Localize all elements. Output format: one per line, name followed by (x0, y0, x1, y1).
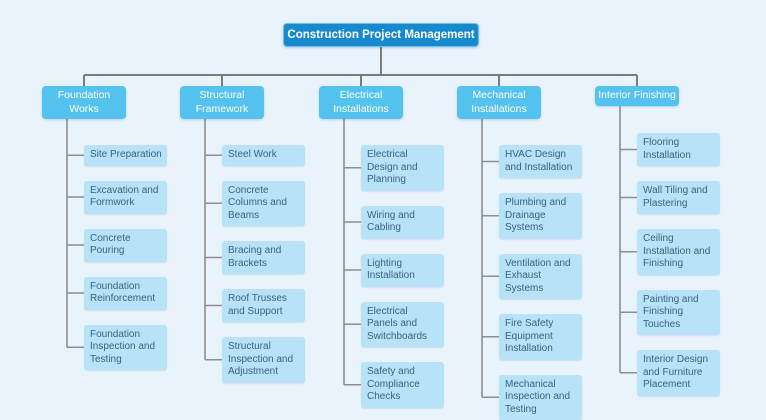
topic-node[interactable]: Site Preparation (84, 145, 167, 166)
topic-node[interactable]: Plumbing and Drainage Systems (499, 193, 582, 239)
topic-node-label: Safety and Compliance Checks (367, 366, 420, 402)
topic-node-label: Concrete Pouring (90, 232, 131, 257)
topic-node-label: Ceiling Installation and Finishing (643, 233, 711, 269)
topic-node[interactable]: Concrete Columns and Beams (222, 180, 305, 226)
branch-node[interactable]: Structural Framework (180, 86, 264, 119)
topic-node[interactable]: HVAC Design and Installation (499, 145, 582, 178)
branch-node-label: Foundation Works (57, 89, 111, 115)
topic-node[interactable]: Mechanical Inspection and Testing (499, 374, 582, 420)
topic-node-label: Wall Tiling and Plastering (643, 185, 708, 209)
topic-node[interactable]: Safety and Compliance Checks (361, 362, 444, 408)
topic-node-label: Excavation and Formwork (90, 184, 159, 209)
topic-node[interactable]: Lighting Installation (361, 253, 444, 287)
branch-node-label: Mechanical Installations (471, 89, 527, 115)
branch-node[interactable]: Interior Finishing (595, 86, 679, 106)
topic-node-label: Plumbing and Drainage Systems (505, 197, 567, 233)
topic-node-label: Lighting Installation (367, 257, 415, 282)
branch-node-label: Electrical Installations (333, 89, 389, 115)
topic-node-label: Flooring Installation (643, 137, 691, 161)
topic-node-label: Ventilation and Exhaust Systems (505, 257, 571, 294)
topic-node-label: Steel Work (228, 149, 277, 160)
topic-node-label: Painting and Finishing Touches (643, 293, 699, 330)
branch-node[interactable]: Foundation Works (42, 86, 126, 119)
topic-node[interactable]: Electrical Design and Planning (361, 145, 444, 191)
topic-node[interactable]: Electrical Panels and Switchboards (361, 301, 444, 347)
branch-node-label: Interior Finishing (598, 89, 676, 101)
branch-node[interactable]: Mechanical Installations (457, 86, 541, 119)
topic-node-label: Foundation Reinforcement (90, 280, 156, 305)
topic-node[interactable]: Roof Trusses and Support (222, 289, 305, 322)
topic-node-label: Structural Inspection and Adjustment (228, 341, 294, 377)
topic-node[interactable]: Excavation and Formwork (84, 180, 167, 214)
topic-node-label: Electrical Design and Planning (367, 149, 418, 185)
topic-node-label: Roof Trusses and Support (228, 293, 287, 317)
topic-node[interactable]: Painting and Finishing Touches (637, 289, 720, 335)
topic-node-label: Fire Safety Equipment Installation (505, 318, 554, 354)
topic-node[interactable]: Fire Safety Equipment Installation (499, 314, 582, 360)
topic-node-label: Concrete Columns and Beams (228, 184, 287, 221)
topic-node[interactable]: Structural Inspection and Adjustment (222, 337, 305, 383)
topic-node[interactable]: Bracing and Brackets (222, 241, 305, 274)
topic-node-label: Site Preparation (90, 149, 162, 160)
topic-node-label: Electrical Panels and Switchboards (367, 305, 428, 342)
topic-node[interactable]: Concrete Pouring (84, 228, 167, 262)
topic-node-label: Bracing and Brackets (228, 245, 282, 269)
root-node[interactable]: Construction Project Management (283, 23, 479, 47)
root-node-label: Construction Project Management (287, 29, 475, 41)
topic-node[interactable]: Ceiling Installation and Finishing (637, 229, 720, 275)
topic-node-label: Wiring and Cabling (367, 209, 415, 234)
topic-node[interactable]: Flooring Installation (637, 133, 720, 166)
topic-node[interactable]: Foundation Reinforcement (84, 276, 167, 310)
topic-node[interactable]: Steel Work (222, 145, 305, 166)
topic-node[interactable]: Interior Design and Furniture Placement (637, 350, 720, 396)
topic-node-label: Mechanical Inspection and Testing (505, 378, 571, 415)
topic-node-label: Foundation Inspection and Testing (90, 328, 156, 365)
topic-node[interactable]: Wiring and Cabling (361, 205, 444, 239)
topic-node-label: Interior Design and Furniture Placement (643, 354, 709, 390)
branch-node[interactable]: Electrical Installations (319, 86, 403, 119)
topic-node[interactable]: Ventilation and Exhaust Systems (499, 253, 582, 299)
topic-node[interactable]: Foundation Inspection and Testing (84, 324, 167, 370)
topic-node-label: HVAC Design and Installation (505, 149, 573, 173)
branch-node-label: Structural Framework (195, 89, 249, 115)
topic-node[interactable]: Wall Tiling and Plastering (637, 181, 720, 214)
